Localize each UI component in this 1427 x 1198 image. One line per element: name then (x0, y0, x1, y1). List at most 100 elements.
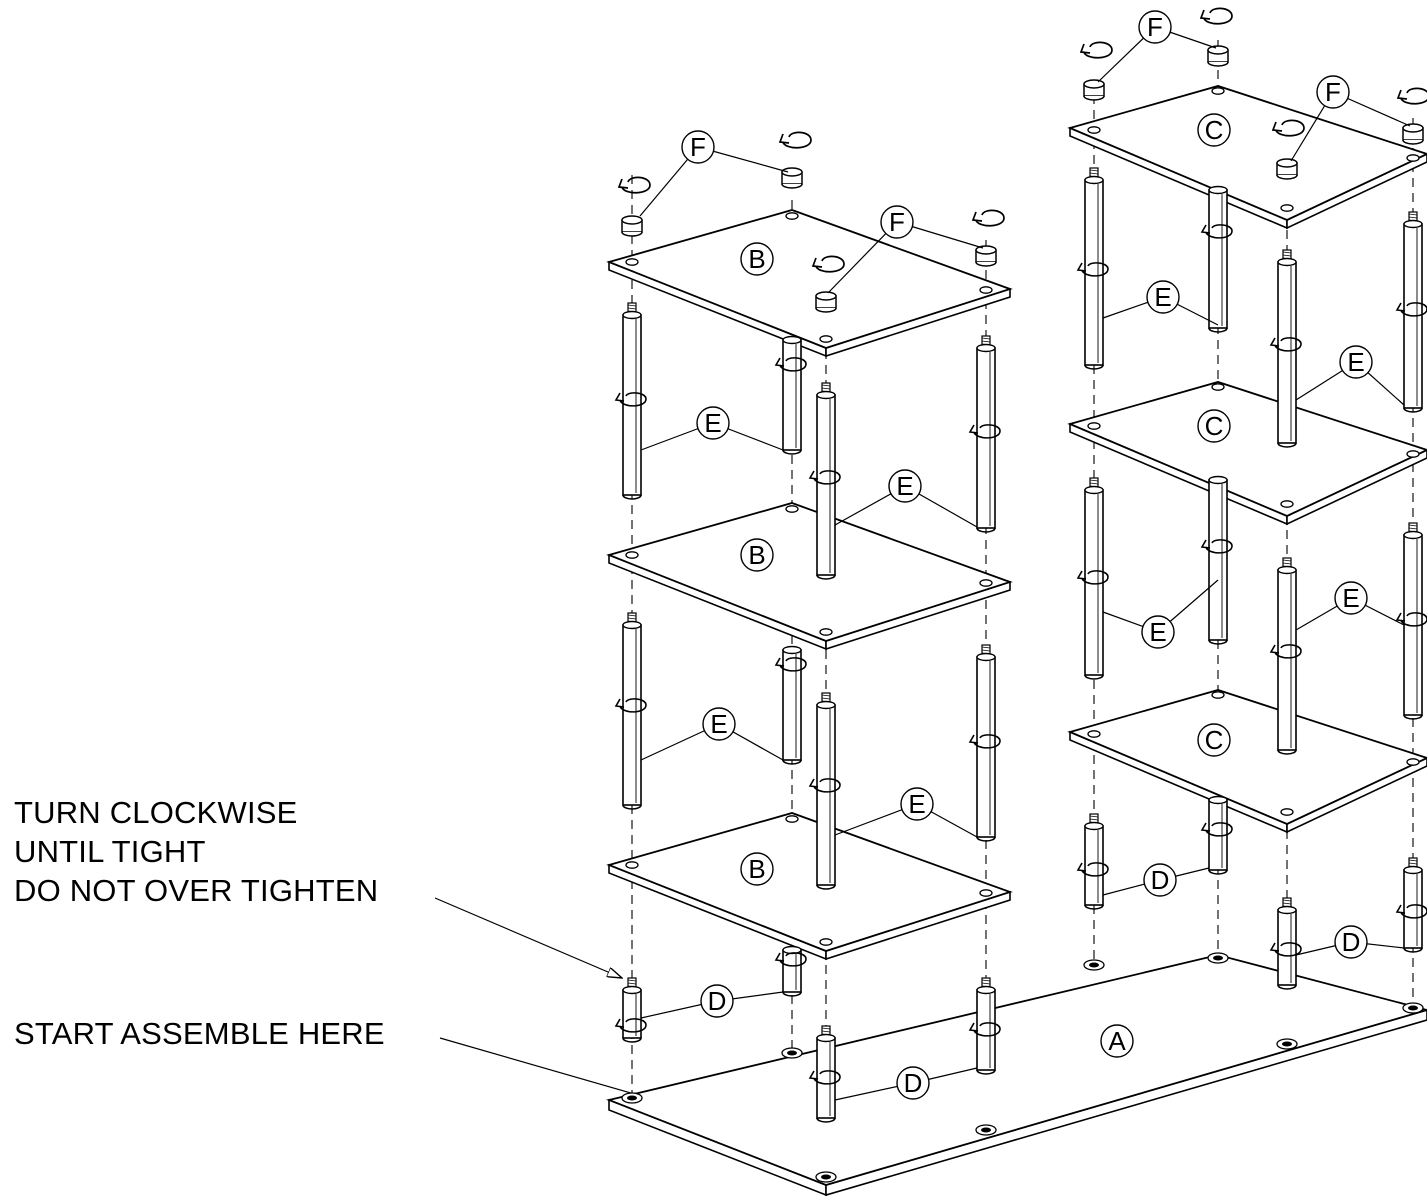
callout-b: B (740, 852, 774, 886)
base-hole (627, 1095, 637, 1101)
rotation-arrow (1079, 41, 1113, 59)
cap-f-left-0 (617, 176, 651, 237)
post-e-left-7 (968, 644, 1001, 842)
post-e-left-6 (808, 692, 841, 890)
callout-letter: F (889, 207, 905, 237)
post-e-right-6 (1269, 557, 1302, 755)
plate-hole (785, 212, 799, 220)
rotation-arrow (1271, 119, 1305, 137)
callout-letter: E (1149, 617, 1166, 647)
callout-d: D (1295, 925, 1405, 959)
plate-c-top (1067, 85, 1427, 230)
plate-hole (1280, 500, 1294, 508)
rotation-arrow (614, 392, 647, 407)
rotation-arrow (1076, 262, 1109, 277)
base-hole (821, 1174, 831, 1180)
callout-letter: E (1347, 347, 1364, 377)
base-hole (787, 1050, 797, 1056)
plate-hole (1087, 126, 1101, 134)
plate-hole (979, 579, 993, 587)
post-e-right-0 (1076, 167, 1109, 370)
callout-e: E (834, 787, 978, 838)
post-d-left-3 (968, 977, 1001, 1075)
callout-b: B (740, 538, 774, 572)
post-d-right-0 (1076, 813, 1109, 910)
post-d-left-0 (614, 977, 647, 1043)
rotation-arrow (1200, 822, 1233, 837)
callout-letter: E (1342, 583, 1359, 613)
callout-d: D (834, 1066, 978, 1101)
callout-e: E (1102, 280, 1219, 326)
cap-f-right-0 (1079, 41, 1113, 101)
post-e-left-0 (614, 302, 647, 500)
callout-letter: F (690, 132, 706, 162)
base-hole (1213, 955, 1223, 961)
base-hole (1408, 1005, 1418, 1011)
rotation-arrow (1396, 87, 1427, 105)
plate-b-bottom (606, 812, 1013, 961)
plate-hole (785, 815, 799, 823)
callout-letter: C (1205, 115, 1224, 145)
plate-hole (625, 258, 639, 266)
cap-f-right-2 (1271, 119, 1305, 180)
post-e-left-3 (968, 335, 1001, 533)
cap-f-right-3 (1396, 87, 1427, 145)
post-e-right-3 (1395, 211, 1427, 413)
cap-f-left-2 (811, 255, 845, 313)
callout-letter: E (896, 471, 913, 501)
callout-f: F (639, 130, 789, 217)
post-e-right-7 (1395, 522, 1427, 720)
plate-hole (1280, 204, 1294, 212)
plate-hole (819, 628, 833, 636)
plate-hole (819, 335, 833, 343)
rotation-arrow (1200, 539, 1233, 554)
base-hole (1089, 962, 1099, 968)
post-e-left-4 (614, 612, 647, 810)
callout-c: C (1197, 409, 1231, 443)
plate-hole (1211, 383, 1225, 391)
rotation-arrow (617, 176, 651, 194)
callout-letter: A (1108, 1026, 1126, 1056)
callout-e: E (1102, 579, 1219, 649)
callout-b: B (740, 242, 774, 276)
post-e-right-5 (1200, 475, 1233, 645)
post-e-right-2 (1269, 249, 1302, 448)
rotation-arrow (1199, 7, 1233, 25)
callout-f: F (1097, 10, 1217, 83)
rotation-arrow (1395, 904, 1427, 919)
callout-d: D (1102, 863, 1210, 897)
post-e-left-2 (808, 382, 841, 580)
callout-e: E (834, 469, 978, 528)
callout-letter: E (704, 408, 721, 438)
callout-letter: D (904, 1068, 923, 1098)
rotation-arrow (1269, 942, 1302, 957)
callout-e: E (1295, 581, 1405, 631)
plate-hole (1087, 730, 1101, 738)
callout-e: E (1295, 345, 1405, 406)
rotation-arrow (808, 778, 841, 793)
callout-letter: E (710, 709, 727, 739)
cap-f-left-3 (971, 209, 1005, 267)
callout-d: D (640, 984, 784, 1019)
callout-letter: C (1205, 725, 1224, 755)
callout-c: C (1197, 113, 1231, 147)
post-d-right-1 (1200, 795, 1233, 875)
instruction-turn-line-3: DO NOT OVER TIGHTEN (14, 873, 379, 908)
instruction-turn-line-2: UNTIL TIGHT (14, 834, 206, 869)
cap-f-left-1 (778, 131, 812, 189)
plate-hole (1280, 808, 1294, 816)
post-e-right-1 (1200, 185, 1233, 333)
plate-hole (979, 286, 993, 294)
plate-hole (1406, 450, 1420, 458)
plate-hole (1211, 87, 1225, 95)
plate-a-base (605, 952, 1427, 1197)
callout-letter: E (1154, 282, 1171, 312)
plate-b-middle (606, 502, 1013, 651)
plate-c-middle (1067, 381, 1427, 526)
post-d-left-1 (774, 945, 807, 997)
post-d-left-2 (808, 1025, 841, 1123)
callout-e: E (640, 707, 784, 761)
rotation-arrow (811, 255, 845, 273)
post-e-right-4 (1076, 477, 1109, 680)
